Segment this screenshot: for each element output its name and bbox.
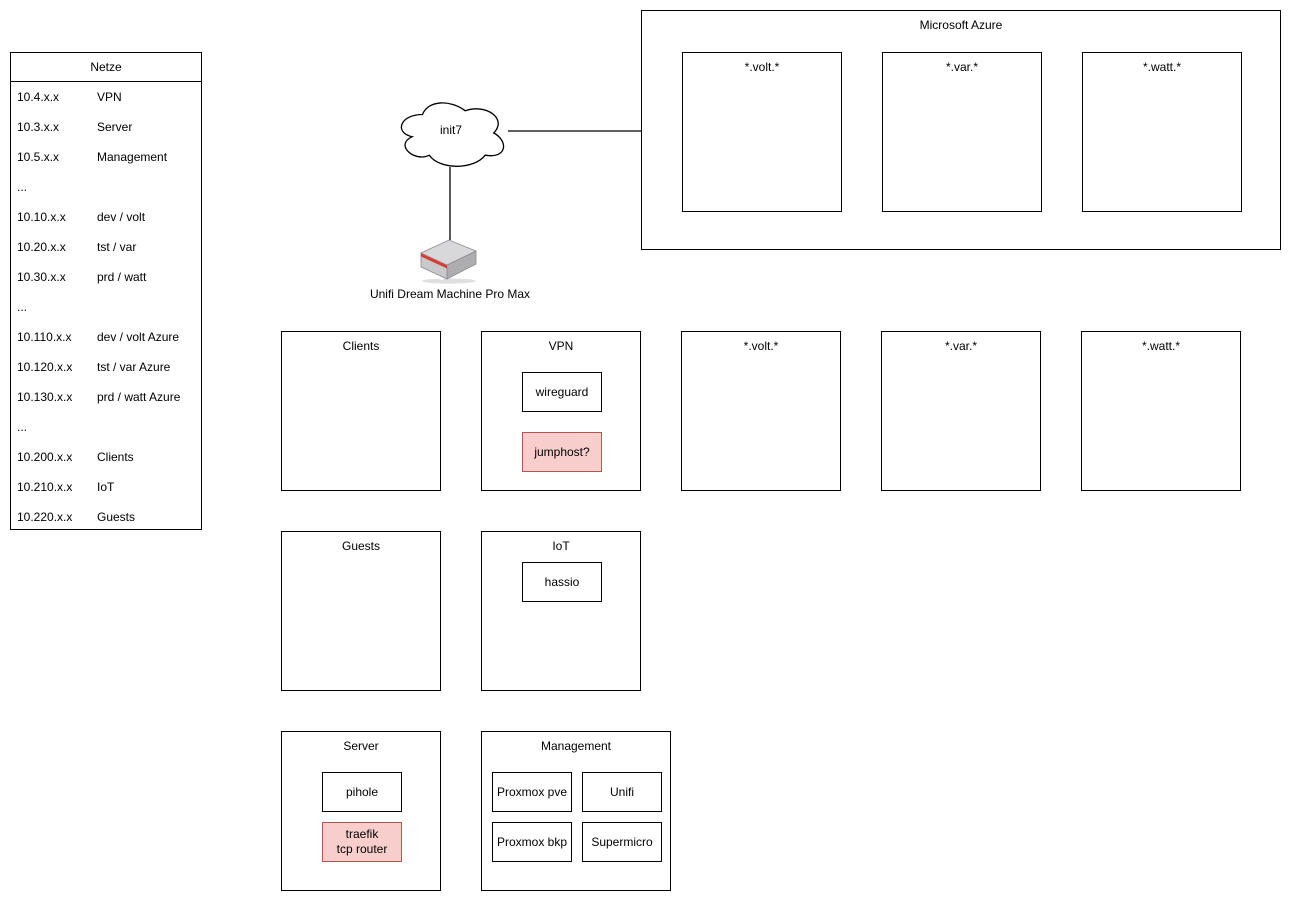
node-unifi: Unifi [582, 772, 662, 812]
cloud-label: init7 [439, 123, 462, 137]
netze-row: 10.220.x.x Guests [11, 502, 201, 532]
netze-row-name: IoT [97, 480, 115, 494]
network-box-clients: Clients [281, 331, 441, 491]
netze-row-name: prd / watt [97, 270, 147, 284]
netze-row: 10.200.x.x Clients [11, 442, 201, 472]
netze-row-name: dev / volt Azure [97, 330, 180, 344]
netze-row-name: tst / var [97, 240, 137, 254]
router [418, 238, 480, 284]
router-icon [420, 239, 477, 284]
node-supermicro: Supermicro [582, 822, 662, 862]
network-box-title: Guests [341, 539, 380, 553]
netze-row-cidr: ... [17, 420, 28, 434]
netze-row-cidr: 10.200.x.x [17, 450, 73, 464]
node-proxmox-pve: Proxmox pve [492, 772, 572, 812]
network-box-title: Management [540, 739, 612, 753]
node-proxmox-bkp: Proxmox bkp [492, 822, 572, 862]
node-wireguard: wireguard [522, 372, 602, 412]
network-box-iot: IoT hassio [481, 531, 641, 691]
node-jumphost: jumphost? [522, 432, 602, 472]
internet-cloud: init7 [394, 96, 508, 170]
netze-row: ... [11, 172, 201, 202]
network-box-title: *.watt.* [1141, 339, 1180, 353]
netze-row-name: prd / watt Azure [97, 390, 181, 404]
netze-row: 10.5.x.x Management [11, 142, 201, 172]
netze-row: 10.30.x.x prd / watt [11, 262, 201, 292]
netze-row-cidr: 10.110.x.x [17, 330, 72, 344]
router-label: Unifi Dream Machine Pro Max [369, 287, 531, 301]
network-box-title: Clients [342, 339, 380, 353]
netze-row: 10.10.x.x dev / volt [11, 202, 201, 232]
netze-table-body: 10.4.x.x VPN 10.3.x.x Server 10.5.x.x Manag… [11, 82, 201, 532]
network-box-var: *.var.* [881, 331, 1041, 491]
netze-row-name: Server [97, 120, 133, 134]
netze-row: 10.130.x.x prd / watt Azure [11, 382, 201, 412]
netze-row-cidr: ... [17, 300, 28, 314]
netze-row: 10.120.x.x tst / var Azure [11, 352, 201, 382]
azure-subnet-title: *.var.* [945, 60, 978, 74]
netze-row-name: Clients [97, 450, 134, 464]
netze-row-cidr: ... [17, 180, 28, 194]
netze-row: 10.110.x.x dev / volt Azure [11, 322, 201, 352]
netze-row: ... [11, 292, 201, 322]
netze-row-name: Guests [97, 510, 136, 524]
netze-row-cidr: 10.10.x.x [17, 210, 66, 224]
network-box-title: VPN [548, 339, 574, 353]
network-box-title: *.volt.* [743, 339, 779, 353]
netze-row-cidr: 10.220.x.x [17, 510, 73, 524]
netze-row-cidr: 10.3.x.x [17, 120, 60, 134]
cloud-icon [400, 102, 505, 167]
network-box-management: Management Proxmox pve Unifi Proxmox bkp… [481, 731, 671, 891]
netze-row-cidr: 10.210.x.x [17, 480, 73, 494]
network-box-volt: *.volt.* [681, 331, 841, 491]
netze-row-name: tst / var Azure [97, 360, 171, 374]
network-box-watt: *.watt.* [1081, 331, 1241, 491]
azure-container: Microsoft Azure *.volt.* *.var.* *.watt.… [641, 10, 1281, 250]
network-box-title: Server [343, 739, 379, 753]
node-hassio: hassio [522, 562, 602, 602]
network-box-guests: Guests [281, 531, 441, 691]
azure-subnet-title: *.watt.* [1142, 60, 1181, 74]
netze-row-cidr: 10.120.x.x [17, 360, 73, 374]
netze-row-cidr: 10.130.x.x [17, 390, 73, 404]
netze-row: 10.20.x.x tst / var [11, 232, 201, 262]
azure-subnet-watt: *.watt.* [1082, 52, 1242, 212]
netze-table-title: Netze [11, 53, 201, 82]
netze-row-name: dev / volt [97, 210, 146, 224]
azure-subnet-var: *.var.* [882, 52, 1042, 212]
azure-subnet-title: *.volt.* [744, 60, 780, 74]
netze-row-cidr: 10.5.x.x [17, 150, 60, 164]
netze-row: 10.4.x.x VPN [11, 82, 201, 112]
netze-row: ... [11, 412, 201, 442]
netze-row-cidr: 10.30.x.x [17, 270, 66, 284]
azure-subnet-volt: *.volt.* [682, 52, 842, 212]
netze-row: 10.3.x.x Server [11, 112, 201, 142]
netze-row-cidr: 10.20.x.x [17, 240, 66, 254]
network-box-title: IoT [552, 539, 570, 553]
netze-row-name: VPN [97, 90, 122, 104]
node-pihole: pihole [322, 772, 402, 812]
network-box-vpn: VPN wireguard jumphost? [481, 331, 641, 491]
netze-row-name: Management [97, 150, 168, 164]
network-box-title: *.var.* [944, 339, 977, 353]
netze-table: Netze 10.4.x.x VPN 10.3.x.x Server 10.5.x.… [10, 52, 202, 530]
netze-row-cidr: 10.4.x.x [17, 90, 60, 104]
netze-row: 10.210.x.x IoT [11, 472, 201, 502]
azure-title: Microsoft Azure [919, 18, 1003, 32]
network-box-server: Server pihole traefik tcp router [281, 731, 441, 891]
node-traefik-tcp-router: traefik tcp router [322, 822, 402, 862]
